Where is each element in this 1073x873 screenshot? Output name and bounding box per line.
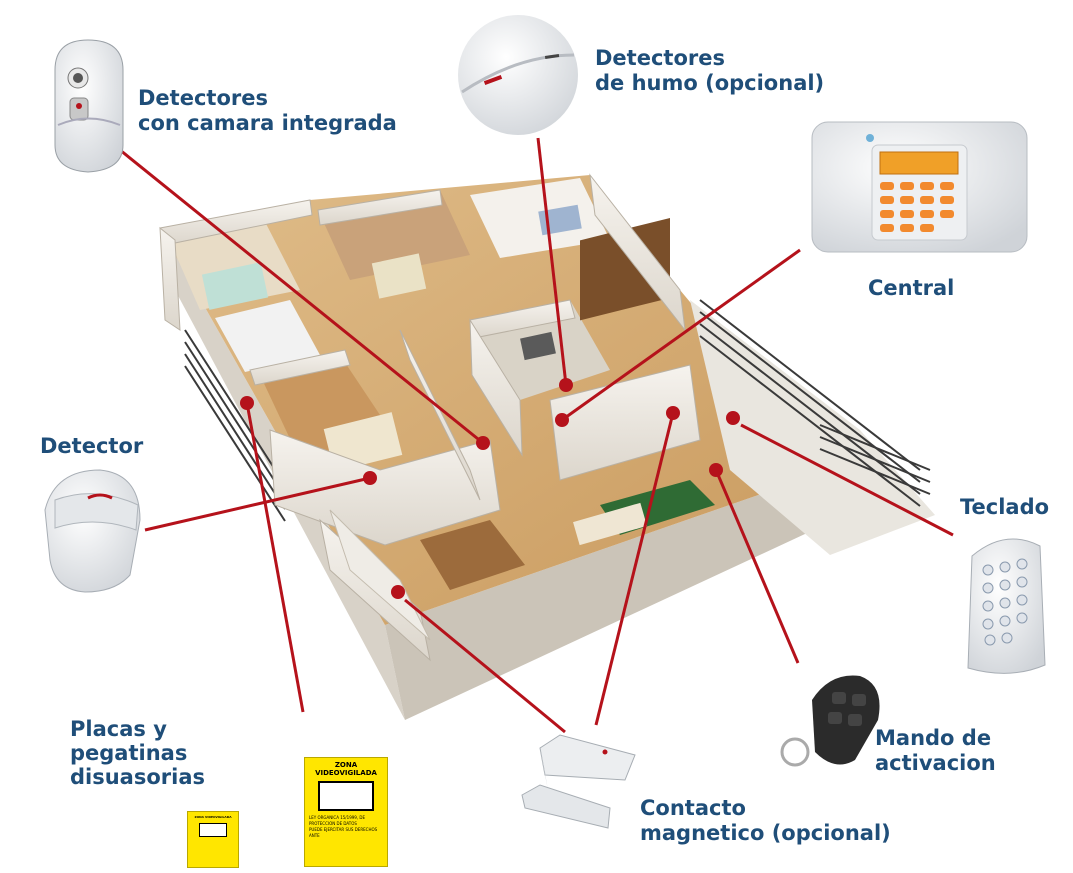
- remote-fob-icon: [780, 675, 880, 767]
- connector-keypad: [740, 423, 954, 537]
- bookcase: [580, 217, 670, 321]
- connector-camera-detector: [119, 148, 484, 445]
- dot-camera-detector: [476, 436, 490, 450]
- bed-1: [201, 262, 269, 310]
- connector-signs: [245, 402, 305, 713]
- dot-contact-a: [391, 585, 405, 599]
- dot-remote: [709, 463, 723, 477]
- house-floor-plan: [159, 173, 935, 720]
- connector-central: [561, 248, 801, 422]
- large-sign-line1: LEY ORGANICA 15/1999, DE PROTECCION DE D…: [309, 815, 365, 826]
- balcony-railing: [184, 329, 286, 522]
- label-remote: Mando de activacion: [875, 726, 996, 775]
- stove: [520, 331, 556, 361]
- small-sign-header: ZONA VIDEOVIGILADA: [194, 815, 232, 819]
- label-camera-detector: Detectores con camara integrada: [138, 86, 397, 135]
- label-keypad: Teclado: [960, 495, 1050, 519]
- motion-detector-icon: [44, 469, 141, 593]
- connector-contact-a: [404, 598, 566, 734]
- small-warning-sign: ZONA VIDEOVIGILADA: [187, 811, 239, 868]
- connector-dots: [240, 378, 740, 599]
- sofa: [573, 502, 647, 546]
- magnetic-contact-icon: [521, 734, 636, 829]
- dot-detector: [363, 471, 377, 485]
- connector-smoke-detector: [536, 137, 568, 386]
- large-sign-header: ZONA VIDEOVIGILADA: [315, 761, 377, 777]
- front-wall: [329, 509, 431, 641]
- dot-central: [555, 413, 569, 427]
- terrace-railing: [699, 299, 931, 507]
- central-panel-icon: [811, 121, 1028, 253]
- label-central: Central: [868, 276, 955, 300]
- label-signs: Placas y pegatinas disuasorias: [70, 717, 206, 789]
- keypad-icon: [967, 538, 1046, 674]
- smoke-detector-icon: [458, 15, 578, 135]
- label-detector: Detector: [40, 434, 144, 458]
- slab-front-side: [385, 470, 835, 720]
- bathroom-1: [215, 300, 320, 372]
- dot-signs: [240, 396, 254, 410]
- connector-contact-b: [594, 412, 675, 726]
- camera-detector-icon: [54, 39, 124, 173]
- dot-contact-b: [666, 406, 680, 420]
- large-sign-camera-icon: [318, 781, 374, 811]
- label-magnetic-contact: Contacto magnetico (opcional): [640, 796, 891, 845]
- connector-remote: [714, 469, 800, 664]
- label-smoke-detector: Detectores de humo (opcional): [595, 46, 825, 95]
- dining-table: [420, 520, 525, 590]
- small-sign-camera-icon: [199, 823, 227, 837]
- large-sign-line2: PUEDE EJERCITAR SUS DERECHOS ANTE: [309, 827, 378, 838]
- connector-detector: [144, 476, 371, 532]
- large-warning-sign: ZONA VIDEOVIGILADA LEY ORGANICA 15/1999,…: [304, 757, 388, 867]
- dot-smoke-detector: [559, 378, 573, 392]
- connector-lines: [119, 137, 954, 734]
- bed-2: [371, 253, 427, 299]
- dot-keypad: [726, 411, 740, 425]
